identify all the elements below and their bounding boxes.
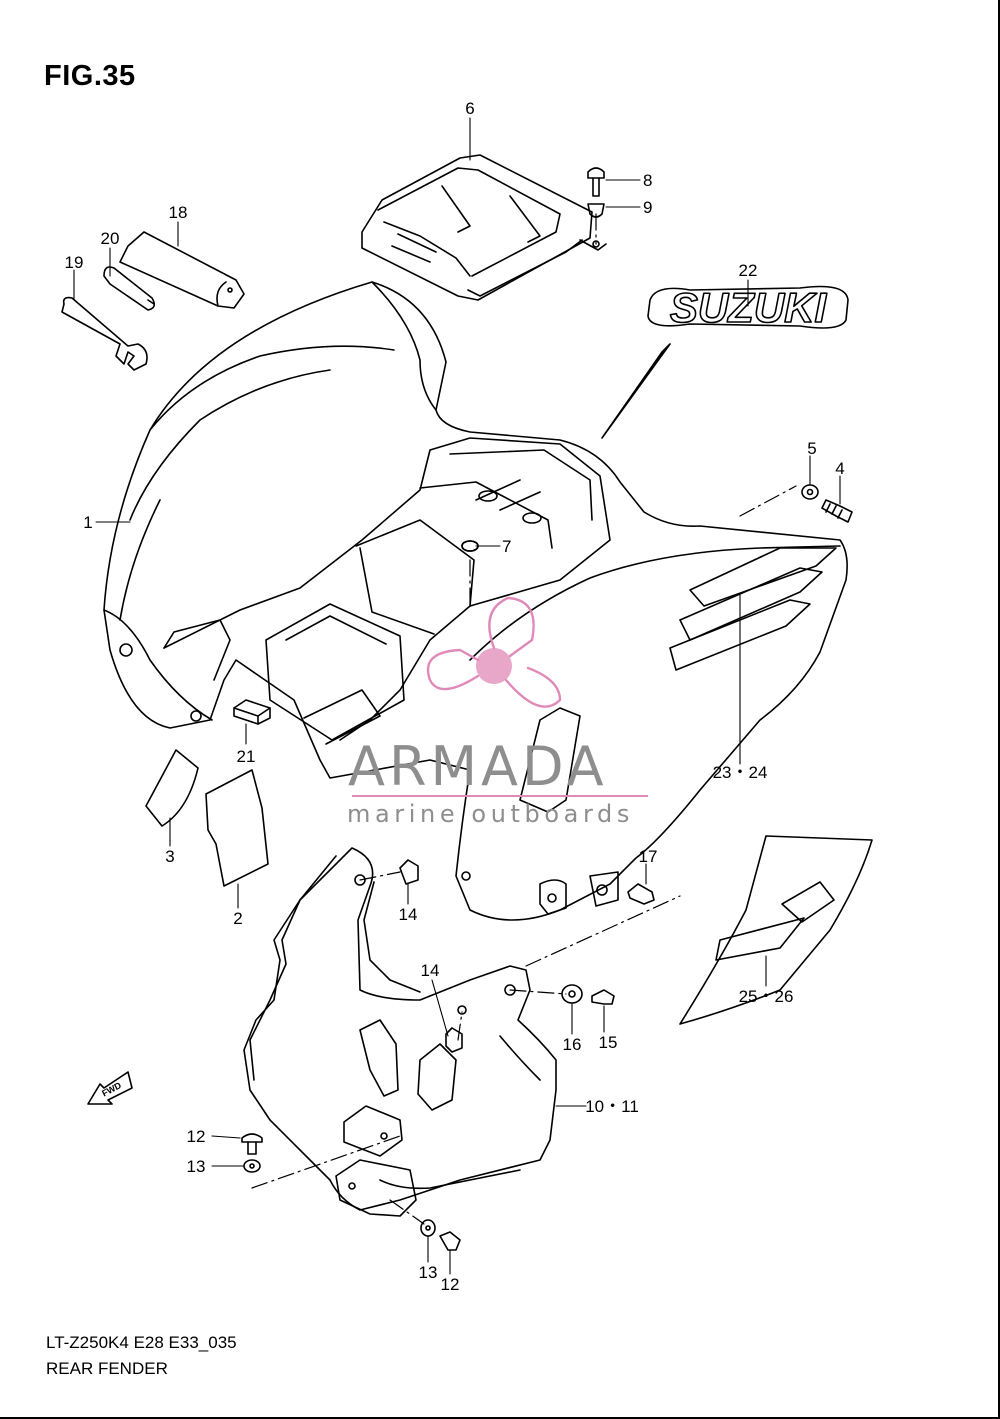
part-17-bolt bbox=[627, 883, 655, 905]
callout-7: 7 bbox=[502, 537, 511, 556]
part-14a-bolt bbox=[399, 859, 419, 885]
callout-3: 3 bbox=[165, 847, 174, 866]
part-15-bolt bbox=[591, 989, 615, 1005]
watermark-propeller-icon bbox=[426, 596, 562, 708]
figure-title: FIG.35 bbox=[44, 60, 136, 92]
part-5-washer bbox=[801, 484, 819, 500]
alignment-lines bbox=[251, 213, 797, 1225]
part-21-pad bbox=[233, 699, 271, 725]
part-6-seat-tray bbox=[361, 154, 607, 301]
callout-20: 20 bbox=[101, 229, 120, 248]
label-17: 17 bbox=[639, 847, 658, 866]
callout-14a: 14 bbox=[399, 905, 418, 924]
callout-labels: 6 8 9 18 20 19 22 5 4 1 7 23・24 17 20 3 … bbox=[65, 99, 845, 1294]
decal-text: SUZUKI bbox=[670, 284, 828, 331]
part-4-bolt bbox=[821, 499, 853, 523]
callout-6: 6 bbox=[465, 99, 474, 118]
callout-19: 19 bbox=[65, 253, 84, 272]
part-12b-bolt bbox=[439, 1231, 461, 1251]
part-19-wrench bbox=[61, 296, 148, 371]
callout-13a: 13 bbox=[187, 1157, 206, 1176]
part-25-side-decal bbox=[679, 835, 873, 1025]
callout-12b: 12 bbox=[441, 1275, 460, 1294]
watermark-brand: ARMADA bbox=[348, 735, 608, 798]
part-3-sheet bbox=[145, 749, 199, 827]
part-9-grommet bbox=[587, 203, 605, 248]
part-1-rear-fender bbox=[103, 281, 848, 921]
callout-13b: 13 bbox=[419, 1263, 438, 1282]
callout-1: 1 bbox=[83, 513, 92, 532]
part-2-sheet bbox=[205, 769, 269, 887]
part-16-washer bbox=[561, 984, 583, 1004]
label-16: 16 bbox=[563, 1035, 582, 1054]
part-group-name: REAR FENDER bbox=[46, 1359, 168, 1378]
decal-pointer-arrow bbox=[601, 343, 671, 439]
callout-18: 18 bbox=[169, 203, 188, 222]
watermark-rule bbox=[352, 795, 648, 797]
model-code: LT-Z250K4 E28 E33_035 bbox=[46, 1333, 237, 1352]
part-10-mud-guard bbox=[243, 847, 557, 1217]
part-18-tool-bag bbox=[119, 231, 245, 309]
part-22-suzuki-decal: SUZUKI bbox=[647, 283, 849, 332]
part-14b-bolt bbox=[445, 1027, 463, 1053]
callout-2: 2 bbox=[233, 909, 242, 928]
callout-5: 5 bbox=[807, 439, 816, 458]
callout-23-24: 23・24 bbox=[713, 763, 768, 782]
watermark-tagline: marine outboards bbox=[347, 800, 634, 828]
callout-15: 15 bbox=[599, 1033, 618, 1052]
callout-9: 9 bbox=[643, 198, 652, 217]
part-8-bolt bbox=[587, 167, 605, 197]
leader-lines bbox=[73, 117, 841, 1275]
part-20-tool-roll bbox=[103, 266, 156, 311]
callout-22: 22 bbox=[739, 261, 758, 280]
callout-4: 4 bbox=[835, 459, 844, 478]
callout-10-11: 10・11 bbox=[585, 1097, 639, 1116]
callout-25-26: 25・26 bbox=[739, 987, 794, 1006]
callout-8: 8 bbox=[643, 171, 652, 190]
label-21: 21 bbox=[237, 747, 256, 766]
callout-14b: 14 bbox=[421, 961, 440, 980]
callout-12a: 12 bbox=[187, 1127, 206, 1146]
part-12a-bolt bbox=[241, 1133, 263, 1155]
